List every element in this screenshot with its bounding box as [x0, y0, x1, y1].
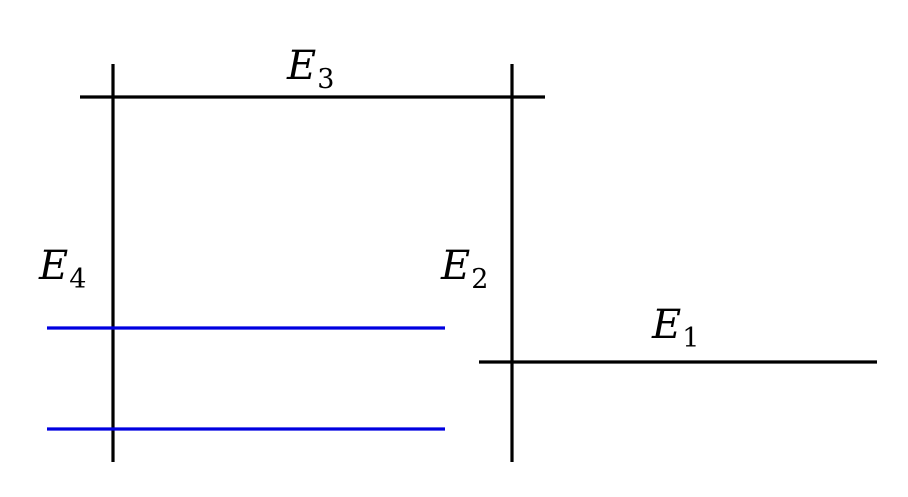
label-e2-base: E [440, 243, 470, 289]
label-e4-subscript: 4 [69, 264, 86, 295]
label-e4-base: E [38, 243, 68, 289]
label-e2: E2 [440, 243, 488, 295]
label-e1: E1 [651, 302, 699, 354]
label-e4: E4 [38, 243, 86, 295]
label-e1-base: E [651, 302, 681, 348]
label-e1-subscript: 1 [682, 323, 699, 354]
label-e3-subscript: 3 [317, 64, 334, 95]
label-e2-subscript: 2 [471, 264, 488, 295]
label-e3: E3 [286, 43, 334, 95]
label-e3-base: E [286, 43, 316, 89]
